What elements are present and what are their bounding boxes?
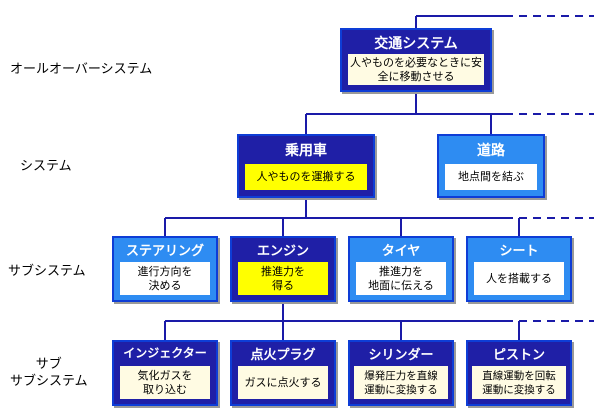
node-title: シート: [499, 244, 539, 259]
node-title: シリンダー: [368, 348, 434, 363]
node-description: 直線運動を回転 運動に変換する: [472, 366, 566, 399]
node-description: ガスに点火する: [238, 366, 328, 399]
node-description: 人やものを運搬する: [245, 164, 367, 190]
node-title: 乗用車: [285, 143, 327, 159]
node-title: タイヤ: [381, 244, 421, 259]
node-title: ステアリング: [125, 244, 204, 259]
node-title: エンジン: [256, 244, 309, 259]
node-seat: シート 人を搭載する: [466, 236, 572, 302]
node-passenger-car: 乗用車 人やものを運搬する: [237, 134, 375, 198]
level-label-subsub: サブ サブシステム: [10, 357, 88, 389]
node-piston: ピストン 直線運動を回転 運動に変換する: [466, 340, 572, 406]
node-title: インジェクター: [123, 346, 207, 360]
node-title: 道路: [477, 143, 505, 159]
node-engine: エンジン 推進力を 得る: [230, 236, 336, 302]
node-description: 爆発圧力を直線 運動に変換する: [354, 366, 448, 399]
node-description: 推進力を 得る: [238, 262, 328, 295]
node-description: 人やものを必要なときに安全に移動させる: [348, 54, 484, 85]
node-title: 点火プラグ: [250, 348, 316, 363]
level-label-system: システム: [20, 159, 72, 174]
node-traffic-system: 交通システム 人やものを必要なときに安全に移動させる: [340, 28, 492, 92]
node-description: 気化ガスを 取り込む: [120, 366, 210, 399]
node-title: 交通システム: [374, 36, 458, 52]
level-label-subsystem: サブシステム: [8, 264, 86, 279]
node-spark-plug: 点火プラグ ガスに点火する: [230, 340, 336, 406]
node-description: 人を搭載する: [474, 262, 564, 295]
node-cylinder: シリンダー 爆発圧力を直線 運動に変換する: [348, 340, 454, 406]
node-road: 道路 地点間を結ぶ: [437, 134, 545, 198]
node-description: 推進力を 地面に伝える: [356, 262, 446, 295]
node-description: 地点間を結ぶ: [445, 164, 537, 190]
node-title: ピストン: [492, 348, 545, 363]
node-steering: ステアリング 進行方向を 決める: [112, 236, 218, 302]
node-tire: タイヤ 推進力を 地面に伝える: [348, 236, 454, 302]
node-description: 進行方向を 決める: [120, 262, 210, 295]
level-label-overall: オールオーバーシステム: [10, 62, 153, 77]
node-injector: インジェクター 気化ガスを 取り込む: [112, 340, 218, 406]
